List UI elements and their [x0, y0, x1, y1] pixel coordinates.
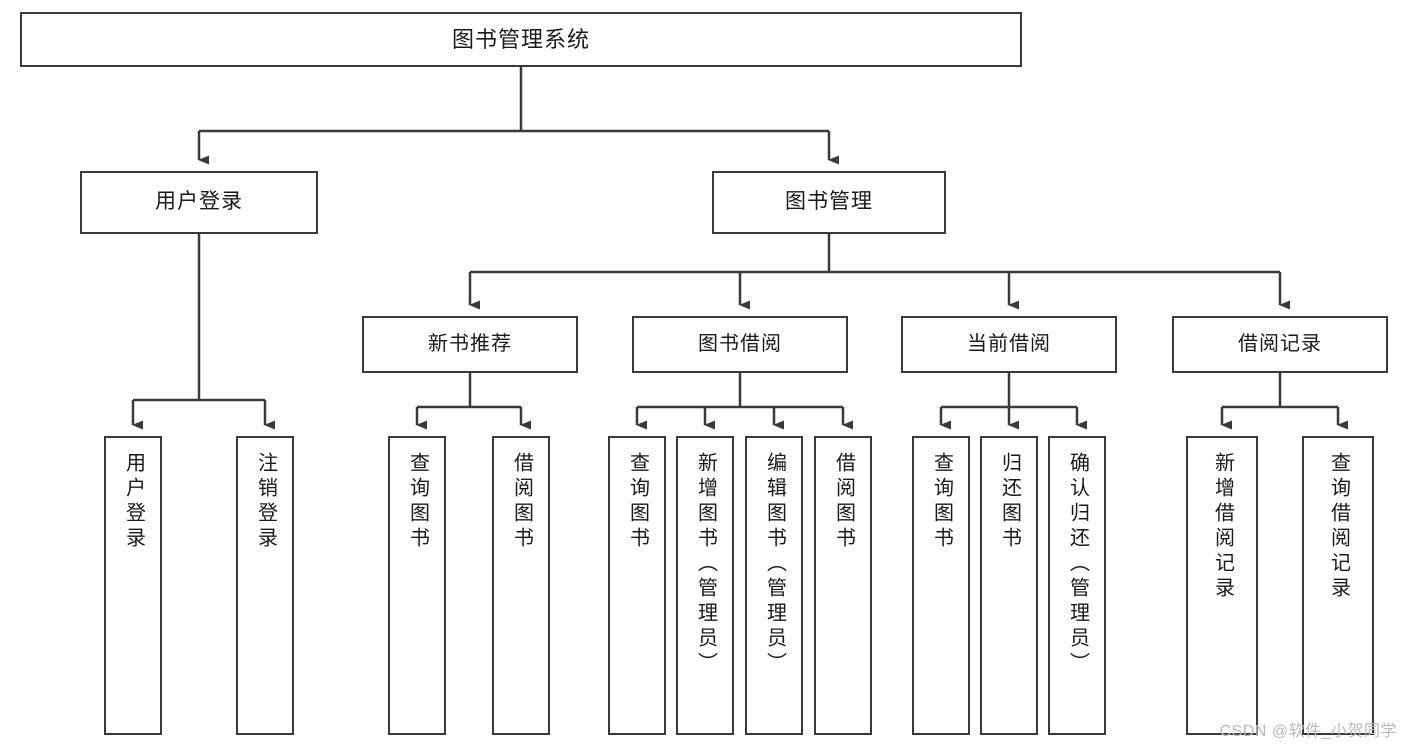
node-label: 借阅图书	[510, 452, 533, 552]
node-label: 查询借阅记录	[1327, 452, 1350, 602]
node-current-borrow[interactable]: 当前借阅	[901, 316, 1117, 373]
node-label: 新书推荐	[428, 333, 512, 355]
node-leaf-query-book-2[interactable]: 查询图书	[608, 436, 666, 735]
node-book-borrow[interactable]: 图书借阅	[632, 316, 848, 373]
node-leaf-add-record[interactable]: 新增借阅记录	[1186, 436, 1258, 735]
node-leaf-user-login[interactable]: 用户登录	[104, 436, 162, 735]
node-leaf-borrow-book-1[interactable]: 借阅图书	[492, 436, 550, 735]
node-label: 新增借阅记录	[1211, 452, 1234, 602]
node-root-system[interactable]: 图书管理系统	[20, 12, 1022, 67]
node-label: 编辑图书（管理员）	[763, 452, 786, 677]
node-label: 新增图书（管理员）	[694, 452, 717, 677]
node-label: 确认归还（管理员）	[1066, 452, 1089, 677]
node-book-manage[interactable]: 图书管理	[712, 171, 946, 234]
node-label: 用户登录	[122, 452, 145, 552]
watermark-text: CSDN @软件_小贺同学	[1219, 723, 1397, 740]
node-label: 当前借阅	[967, 333, 1051, 355]
node-label: 查询图书	[406, 452, 429, 552]
node-label: 用户登录	[155, 190, 243, 214]
node-new-book-recommend[interactable]: 新书推荐	[362, 316, 578, 373]
node-label: 归还图书	[998, 452, 1021, 552]
node-leaf-return-book[interactable]: 归还图书	[980, 436, 1038, 735]
node-label: 图书管理系统	[451, 26, 590, 52]
node-leaf-logout-login[interactable]: 注销登录	[236, 436, 294, 735]
node-label: 查询图书	[930, 452, 953, 552]
node-label: 图书管理	[785, 190, 873, 214]
node-borrow-record[interactable]: 借阅记录	[1172, 316, 1388, 373]
node-label: 图书借阅	[698, 333, 782, 355]
node-label: 借阅记录	[1238, 333, 1322, 355]
node-leaf-query-book-3[interactable]: 查询图书	[912, 436, 970, 735]
node-leaf-query-record[interactable]: 查询借阅记录	[1302, 436, 1374, 735]
node-leaf-borrow-book-2[interactable]: 借阅图书	[814, 436, 872, 735]
node-leaf-add-book[interactable]: 新增图书（管理员）	[676, 436, 734, 735]
node-label: 注销登录	[254, 452, 277, 552]
node-user-login[interactable]: 用户登录	[80, 171, 318, 234]
node-leaf-edit-book[interactable]: 编辑图书（管理员）	[745, 436, 803, 735]
node-label: 借阅图书	[832, 452, 855, 552]
node-label: 查询图书	[626, 452, 649, 552]
node-leaf-confirm-return[interactable]: 确认归还（管理员）	[1048, 436, 1106, 735]
node-leaf-query-book-1[interactable]: 查询图书	[388, 436, 446, 735]
